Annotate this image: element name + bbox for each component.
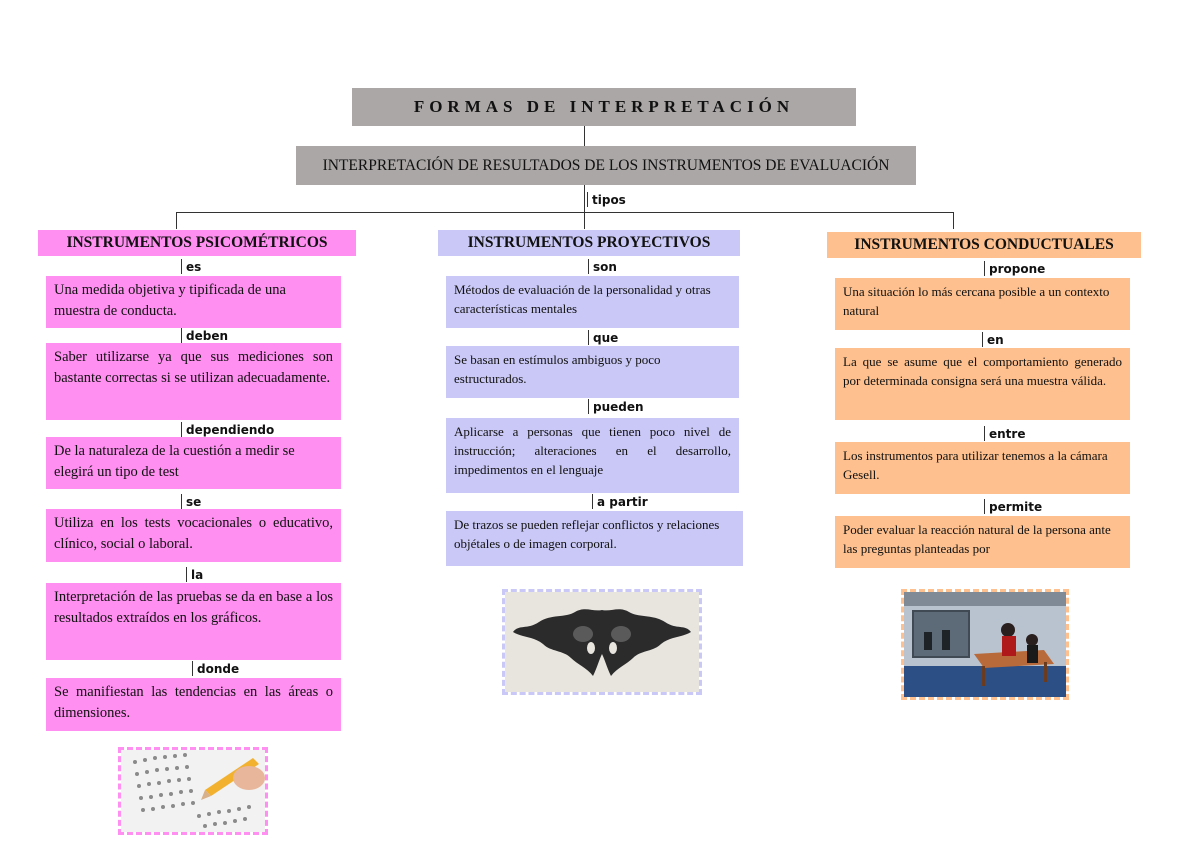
step-box: Se basan en estímulos ambiguos y poco es… [446,346,739,398]
category-conductuales: INSTRUMENTOS CONDUCTUALES [827,232,1141,258]
connector-label: a partir [592,494,648,509]
connector-label: es [180,259,202,274]
connector-label: donde [191,661,240,676]
diagram-subtitle: INTERPRETACIÓN DE RESULTADOS DE LOS INST… [296,146,916,185]
connector-label: la [185,567,204,582]
connector-label: en [982,332,1004,347]
connector-label: pueden [588,399,644,414]
step-box: Una situación lo más cercana posible a u… [835,278,1130,330]
diagram-title: FORMAS DE INTERPRETACIÓN [352,88,856,126]
step-box: Saber utilizarse ya que sus mediciones s… [46,343,341,420]
connector-label: propone [983,261,1046,276]
step-box: Utiliza en los tests vocacionales o educ… [46,509,341,562]
step-box: Se manifiestan las tendencias en las áre… [46,678,341,731]
gesell-chamber-photo [901,589,1069,700]
step-box: La que se asume que el comportamiento ge… [835,348,1130,420]
connector-label: que [587,330,619,345]
connector-line [584,185,585,212]
branch-line [176,212,953,213]
step-box: Aplicarse a personas que tienen poco niv… [446,418,739,493]
root-connector-label: tipos [587,192,626,207]
inkblot-image [502,589,702,695]
step-box: De trazos se pueden reflejar conflictos … [446,511,743,566]
connector-line [584,126,585,146]
branch-drop-right [953,212,954,229]
test-sheet-pencil-image [118,747,268,835]
connector-label: permite [983,499,1043,514]
step-box: Poder evaluar la reacción natural de la … [835,516,1130,568]
connector-label: dependiendo [180,422,275,437]
category-proyectivos: INSTRUMENTOS PROYECTIVOS [438,230,740,256]
category-psicometricos: INSTRUMENTOS PSICOMÉTRICOS [38,230,356,256]
step-box: De la naturaleza de la cuestión a medir … [46,437,341,489]
connector-label: son [588,259,617,274]
step-box: Los instrumentos para utilizar tenemos a… [835,442,1130,494]
branch-drop-left [176,212,177,229]
connector-label: deben [181,328,228,343]
branch-drop-center [584,212,585,229]
step-box: Interpretación de las pruebas se da en b… [46,583,341,660]
connector-label: entre [983,426,1026,441]
connector-label: se [180,494,202,509]
step-box: Métodos de evaluación de la personalidad… [446,276,739,328]
step-box: Una medida objetiva y tipificada de una … [46,276,341,328]
